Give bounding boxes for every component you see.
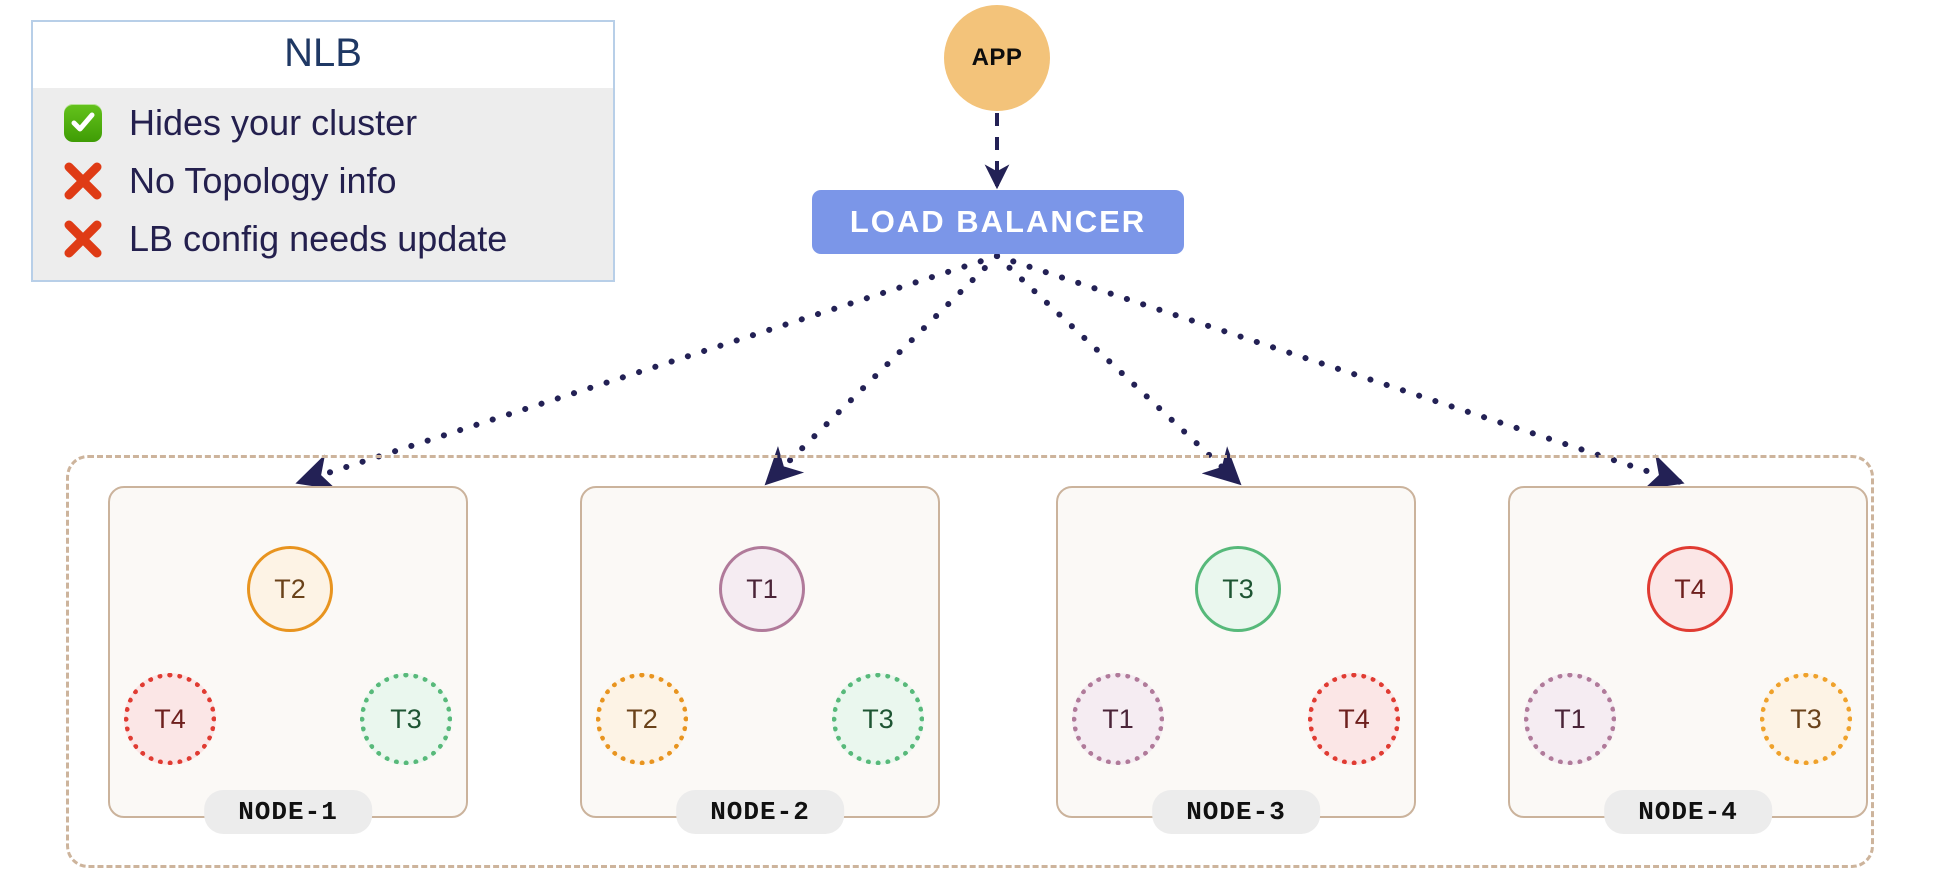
legend-row-label: LB config needs update bbox=[129, 218, 508, 259]
replica-shard[interactable]: T1 bbox=[1072, 673, 1164, 765]
primary-shard[interactable]: T3 bbox=[1195, 546, 1281, 632]
node-card[interactable]: T1 T2 T3 NODE-2 bbox=[580, 486, 940, 834]
app-node[interactable]: APP bbox=[944, 5, 1050, 111]
primary-shard[interactable]: T1 bbox=[719, 546, 805, 632]
replica-shard[interactable]: T4 bbox=[124, 673, 216, 765]
check-mark-icon bbox=[57, 104, 109, 142]
node-card[interactable]: T3 T1 T4 NODE-3 bbox=[1056, 486, 1416, 834]
node-card[interactable]: T2 T4 T3 NODE-1 bbox=[108, 486, 468, 834]
legend-row: No Topology info bbox=[33, 152, 613, 210]
edge-lb-to-node-1 bbox=[295, 253, 1000, 490]
legend-body: Hides your cluster No Topology info LB c… bbox=[33, 88, 613, 280]
node-card[interactable]: T4 T1 T3 NODE-4 bbox=[1508, 486, 1868, 834]
edge-lb-to-node-2 bbox=[764, 253, 1000, 486]
load-balancer-node[interactable]: LOAD BALANCER bbox=[812, 190, 1184, 254]
legend-row: LB config needs update bbox=[33, 210, 613, 268]
node-label: NODE-3 bbox=[1152, 790, 1320, 834]
replica-shard[interactable]: T1 bbox=[1524, 673, 1616, 765]
replica-shard[interactable]: T3 bbox=[832, 673, 924, 765]
legend-row-label: No Topology info bbox=[129, 160, 397, 201]
cross-mark-icon bbox=[57, 217, 109, 261]
legend-title: NLB bbox=[33, 22, 613, 88]
replica-shard[interactable]: T4 bbox=[1308, 673, 1400, 765]
node-label: NODE-1 bbox=[204, 790, 372, 834]
replica-shard[interactable]: T2 bbox=[596, 673, 688, 765]
legend-row: Hides your cluster bbox=[33, 94, 613, 152]
primary-shard[interactable]: T4 bbox=[1647, 546, 1733, 632]
cluster-boundary bbox=[66, 455, 1874, 868]
nlb-legend-panel: NLB Hides your cluster bbox=[31, 20, 615, 282]
cross-mark-icon bbox=[57, 159, 109, 203]
primary-shard[interactable]: T2 bbox=[247, 546, 333, 632]
replica-shard[interactable]: T3 bbox=[1760, 673, 1852, 765]
legend-row-label: Hides your cluster bbox=[129, 102, 418, 143]
edge-lb-to-node-3 bbox=[994, 253, 1242, 486]
replica-shard[interactable]: T3 bbox=[360, 673, 452, 765]
node-label: NODE-4 bbox=[1604, 790, 1772, 834]
node-label: NODE-2 bbox=[676, 790, 844, 834]
edge-lb-to-node-4 bbox=[994, 253, 1685, 490]
